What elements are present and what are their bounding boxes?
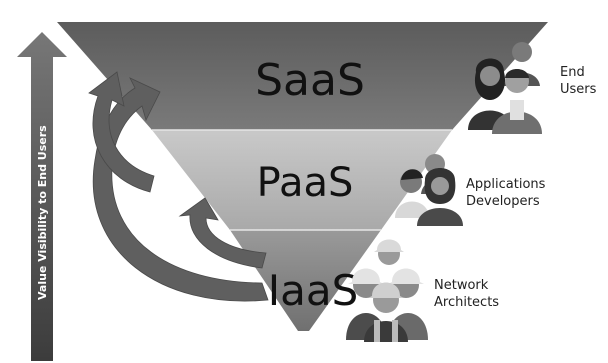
curved-arrow-paas-to-saas xyxy=(88,71,155,193)
role-line: Architects xyxy=(434,295,500,310)
role-label-network-architects: Network Architects xyxy=(434,277,499,311)
role-line: End xyxy=(560,65,585,80)
network-architects-icon xyxy=(346,239,428,342)
inverted-pyramid xyxy=(57,22,548,331)
paas-layer xyxy=(152,130,452,230)
role-label-developers: Applications Developers xyxy=(466,176,545,210)
role-line: Users xyxy=(560,82,597,97)
role-label-end-users: End Users xyxy=(560,64,596,98)
saas-layer xyxy=(57,22,548,130)
iaas-label: IaaS xyxy=(268,266,359,315)
iaas-layer xyxy=(230,230,381,331)
paas-label: PaaS xyxy=(257,160,354,206)
curved-arrow-iaas-to-paas xyxy=(178,197,267,269)
visibility-axis-arrow: Value Visibility to End Users xyxy=(17,32,67,361)
role-line: Network xyxy=(434,278,489,293)
developers-icon xyxy=(395,154,463,226)
saas-label: SaaS xyxy=(255,55,365,106)
end-users-icon xyxy=(468,42,542,134)
curved-arrow-iaas-to-saas xyxy=(92,77,269,302)
role-line: Developers xyxy=(466,194,540,209)
axis-label: Value Visibility to End Users xyxy=(36,125,49,300)
curved-arrows xyxy=(88,71,269,302)
role-line: Applications xyxy=(466,177,546,192)
